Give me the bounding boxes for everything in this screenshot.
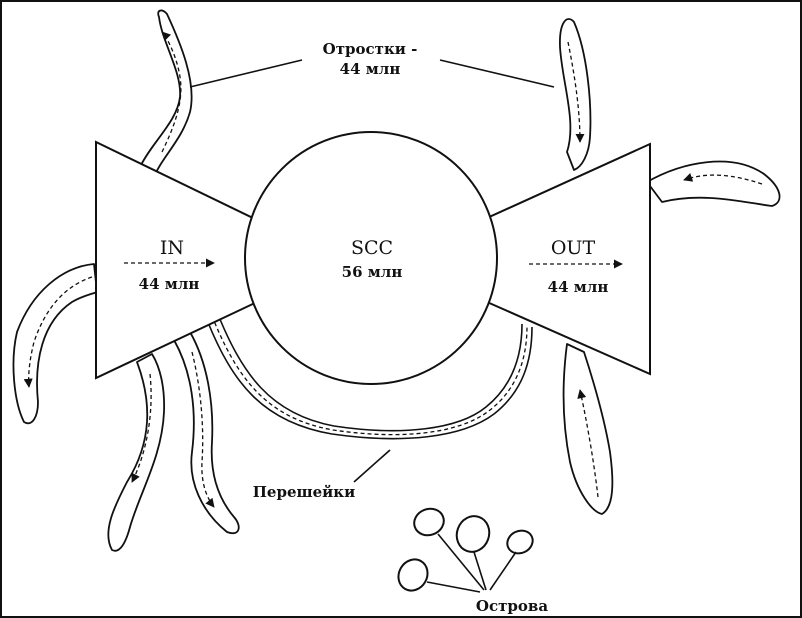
tubes-pointer — [353, 449, 391, 483]
tendril-out-right — [646, 160, 781, 207]
scc-count: 56 млн — [342, 263, 403, 281]
islands-label: Острова — [476, 597, 548, 615]
in-label: IN — [160, 237, 184, 259]
tendril-in-lower-1 — [107, 353, 165, 552]
tendrils-count: 44 млн — [340, 60, 401, 78]
out-label: OUT — [551, 237, 596, 259]
tendril-in-upper — [139, 9, 193, 178]
tendril-out-lower — [562, 343, 614, 515]
islands — [397, 507, 534, 593]
scc-component — [244, 131, 498, 385]
tendril-out-upper — [559, 18, 592, 171]
tendril-in-left — [12, 263, 98, 425]
scc-label: SCC — [351, 237, 393, 259]
tendrils-label: Отростки - — [323, 40, 418, 58]
out-component — [486, 142, 651, 376]
tendrils-pointer-right — [439, 59, 555, 88]
in-count: 44 млн — [139, 275, 200, 293]
tendril-in-lower-2 — [173, 331, 240, 535]
tubes-label: Перешейки — [253, 483, 356, 501]
out-count: 44 млн — [548, 278, 609, 296]
tendrils-pointer-left — [189, 59, 303, 88]
tubes — [206, 311, 533, 440]
